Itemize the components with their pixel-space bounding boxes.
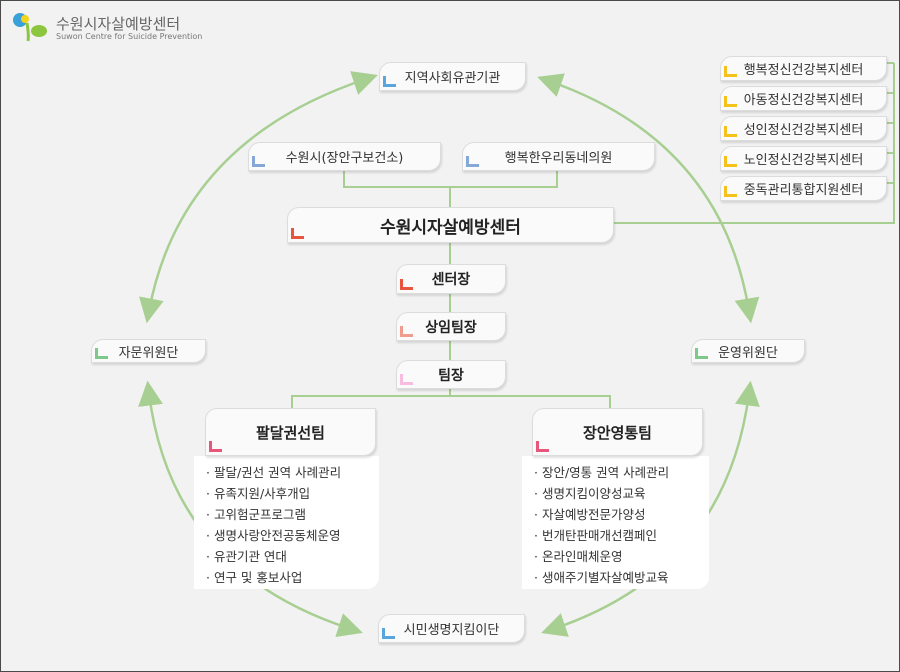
node-citizens: 시민생명지킴이단 <box>378 614 525 643</box>
node-label: 센터장 <box>431 272 471 288</box>
logo-icon <box>13 13 47 42</box>
corner-mark <box>291 228 304 239</box>
node-label: 수원시(장안구보건소) <box>285 151 404 166</box>
team-1-header: 장안영통팀 <box>532 408 703 456</box>
node-label: 성인정신건강복지센터 <box>743 123 864 138</box>
duty-item: · 생명지킴이양성교육 <box>534 486 646 501</box>
corner-mark <box>400 279 413 290</box>
arc-top-right <box>537 73 760 324</box>
corner-mark <box>382 628 395 639</box>
node-label: 아동정신건강복지센터 <box>743 93 864 108</box>
partner-4: 중독관리통합지원센터 <box>720 176 887 201</box>
node-city: 수원시(장안구보건소) <box>248 142 441 171</box>
team-name: 팔달권선팀 <box>255 423 325 442</box>
logo-title: 수원시자살예방센터 <box>56 15 181 33</box>
corner-mark <box>724 126 737 137</box>
corner-mark <box>724 66 737 77</box>
node-clinic: 행복한우리동네의원 <box>462 142 655 171</box>
duty-item: · 유족지원/사후개입 <box>206 486 311 501</box>
corner-mark <box>724 186 737 197</box>
duty-item: · 온라인매체운영 <box>534 549 623 564</box>
corner-mark <box>466 156 479 167</box>
duty-item: · 장안/영통 권역 사례관리 <box>534 465 670 480</box>
logo-subtitle: Suwon Centre for Suicide Prevention <box>56 32 203 41</box>
node-team-lead: 팀장 <box>396 360 506 389</box>
partner-0: 행복정신건강복지센터 <box>720 56 887 81</box>
team-0-header: 팔달권선팀 <box>205 408 376 456</box>
node-director: 센터장 <box>396 264 506 294</box>
partner-3: 노인정신건강복지센터 <box>720 146 887 171</box>
duty-item: · 생명사랑안전공동체운영 <box>206 528 341 543</box>
corner-mark <box>252 156 265 167</box>
partner-1: 아동정신건강복지센터 <box>720 86 887 111</box>
corner-mark <box>400 374 413 385</box>
corner-mark <box>209 441 222 452</box>
node-label: 운영위원단 <box>718 345 778 361</box>
node-senior-lead: 상임팀장 <box>396 312 506 341</box>
corner-mark <box>724 156 737 167</box>
node-label: 팀장 <box>438 367 464 384</box>
duty-item: · 자살예방전문가양성 <box>534 507 646 522</box>
node-label: 중독관리통합지원센터 <box>743 183 864 198</box>
node-operating: 운영위원단 <box>691 339 805 363</box>
node-label: 행복한우리동네의원 <box>504 151 613 166</box>
node-center: 수원시자살예방센터 <box>287 207 614 243</box>
node-label: 시민생명지킴이단 <box>403 623 500 638</box>
arc-top-left <box>139 71 378 324</box>
node-label: 지역사회유관기관 <box>404 71 501 86</box>
node-advisory: 자문위원단 <box>91 339 206 363</box>
node-community: 지역사회유관기관 <box>379 62 526 91</box>
duty-item: · 유관기관 연대 <box>206 549 287 564</box>
duty-item: · 팔달/권선 권역 사례관리 <box>206 465 342 480</box>
corner-mark <box>95 348 108 359</box>
node-label: 행복정신건강복지센터 <box>743 63 864 78</box>
team-1-duties: · 장안/영통 권역 사례관리 · 생명지킴이양성교육 · 자살예방전문가양성 … <box>522 456 709 589</box>
corner-mark <box>400 326 413 337</box>
team-0-duties: · 팔달/권선 권역 사례관리 · 유족지원/사후개입 · 고위험군프로그램 ·… <box>194 456 379 589</box>
node-label: 자문위원단 <box>118 345 179 361</box>
duty-item: · 생애주기별자살예방교육 <box>534 570 669 585</box>
node-label: 노인정신건강복지센터 <box>743 153 864 168</box>
duty-item: · 번개탄판매개선캠페인 <box>534 528 657 543</box>
node-label: 수원시자살예방센터 <box>380 217 521 238</box>
duty-item: · 고위험군프로그램 <box>206 507 306 522</box>
duty-item: · 연구 및 홍보사업 <box>206 570 303 585</box>
node-label: 상임팀장 <box>425 319 477 336</box>
corner-mark <box>695 348 708 359</box>
corner-mark <box>383 76 396 87</box>
team-name: 장안영통팀 <box>582 423 652 442</box>
corner-mark <box>724 96 737 107</box>
partner-2: 성인정신건강복지센터 <box>720 116 887 141</box>
corner-mark <box>536 441 549 452</box>
